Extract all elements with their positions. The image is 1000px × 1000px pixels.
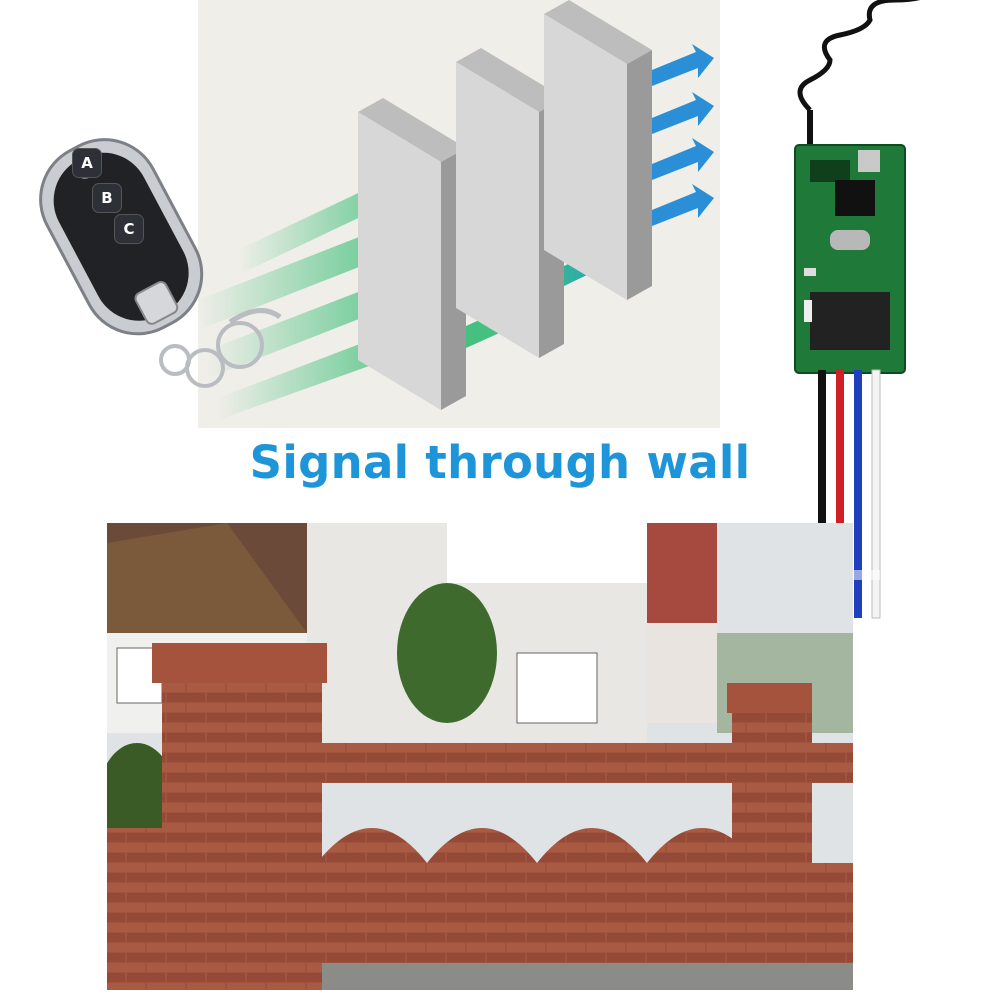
caption-title: Signal through wall (249, 436, 751, 489)
wall-icon (544, 0, 652, 300)
remote-control-icon (39, 138, 282, 388)
remote-button-a-label: A (81, 154, 93, 172)
receiver-module-icon (794, 0, 921, 619)
remote-button-c[interactable]: C (114, 214, 144, 244)
remote-button-b-label: B (101, 189, 113, 207)
signal-arrow-icon (652, 44, 714, 226)
remote-button-a[interactable]: A (72, 148, 102, 178)
remote-button-c-label: C (123, 220, 135, 238)
wall-icon (358, 98, 466, 410)
antenna-icon (797, 0, 921, 150)
signal-walls-illustration (198, 0, 714, 420)
brick-wall-photo (107, 523, 853, 990)
remote-button-b[interactable]: B (92, 183, 122, 213)
